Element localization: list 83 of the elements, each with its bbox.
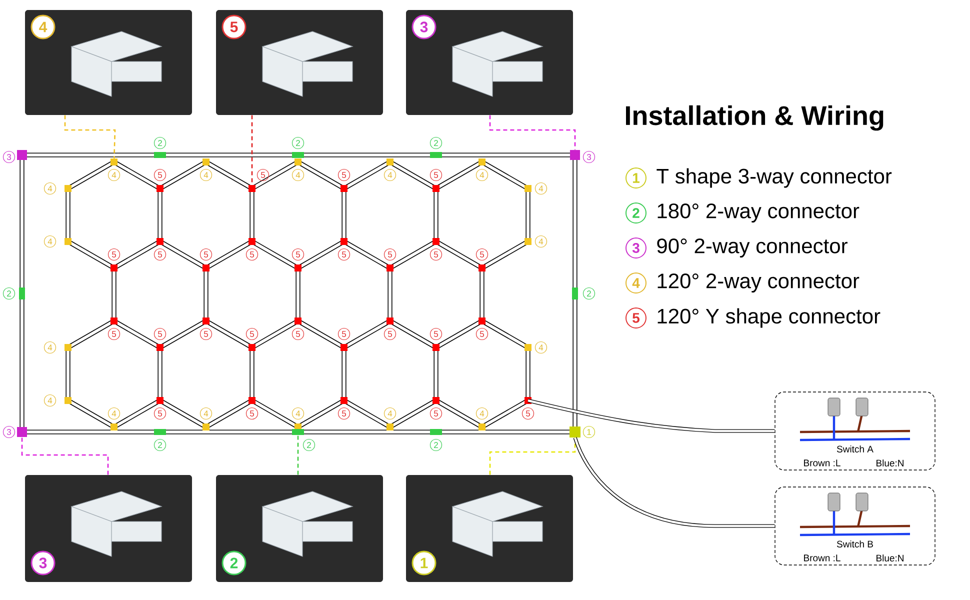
callout-number: 5 <box>476 328 488 340</box>
cable <box>528 398 775 433</box>
callout-number: 2 <box>302 438 316 452</box>
callout-number: 5 <box>246 407 258 420</box>
switch-box: Switch A Brown :L Blue:N <box>774 392 936 470</box>
callout-number: 3 <box>626 238 646 258</box>
callout-number: 4 <box>108 407 120 420</box>
connector-marker <box>110 158 118 166</box>
callout-number: 4 <box>534 341 548 354</box>
callout-number: 1 <box>626 168 646 188</box>
callout-number: 4 <box>384 407 396 420</box>
callout-number: 3 <box>582 150 596 164</box>
callout-number: 5 <box>200 248 212 261</box>
callout-number: 3 <box>2 150 16 164</box>
legend-entry: 120° Y shape connector <box>658 308 880 328</box>
legend-entry: 120° 2-way connector <box>658 273 860 292</box>
callout-number: 5 <box>430 168 442 182</box>
callout-number: 5 <box>338 328 350 340</box>
connector-marker <box>570 426 580 438</box>
callout-number: 5 <box>338 407 350 420</box>
callout-number: 2 <box>582 287 596 300</box>
leader-line <box>489 438 576 475</box>
callout-number: 5 <box>154 407 166 420</box>
callout-number: 2 <box>430 136 442 150</box>
callout-number: 4 <box>476 407 488 420</box>
callout-number: 5 <box>200 328 212 340</box>
leader-line <box>251 115 253 185</box>
callout-number: 5 <box>626 308 646 328</box>
title: Installation & Wiring <box>626 105 884 131</box>
callout-number: 5 <box>256 168 270 182</box>
callout-number: 4 <box>292 168 304 182</box>
callout-number: 2 <box>292 136 304 150</box>
callout-number: 5 <box>430 328 442 340</box>
callout-number: 2 <box>154 136 166 150</box>
legend-entry: T shape 3-way connector <box>656 168 892 188</box>
callout-number: 5 <box>292 248 304 261</box>
callout-number: 4 <box>534 235 548 248</box>
callout-number: 5 <box>246 248 258 261</box>
callout-number: 2 <box>2 287 16 300</box>
callout-number: 5 <box>154 248 166 261</box>
callout-number: 4 <box>292 407 304 420</box>
leader-line <box>489 115 576 150</box>
callout-number: 5 <box>246 328 258 340</box>
callout-number: 3 <box>2 426 16 438</box>
connector-marker <box>570 150 580 160</box>
callout-number: 5 <box>154 168 166 182</box>
callout-number: 5 <box>338 248 350 261</box>
switch-box: Switch B Brown :L Blue:N <box>774 486 936 566</box>
leader-line <box>64 115 116 158</box>
leader-line <box>21 437 109 475</box>
callout-number: 5 <box>154 328 166 340</box>
callout-number: 5 <box>108 248 120 261</box>
callout-number: 4 <box>476 168 488 182</box>
legend-entry: 90° 2-way connector <box>657 238 848 258</box>
connector-marker <box>292 429 304 435</box>
callout-number: 5 <box>384 328 396 340</box>
callout-number: 5 <box>430 248 442 261</box>
callout-number: 4 <box>44 235 56 248</box>
callout-number: 4 <box>44 394 56 407</box>
callout-number: 2 <box>626 202 646 224</box>
callout-number: 4 <box>44 182 56 195</box>
leader-line <box>297 435 299 475</box>
callout-number: 4 <box>626 272 646 294</box>
callout-number: 2 <box>430 438 442 452</box>
callout-number: 4 <box>44 341 56 354</box>
callout-number: 5 <box>384 248 396 261</box>
callout-number: 5 <box>430 407 442 420</box>
callout-number: 4 <box>200 168 212 182</box>
callout-number: 4 <box>384 168 396 182</box>
callout-number: 4 <box>200 407 212 420</box>
callout-number: 4 <box>534 182 548 195</box>
callout-number: 5 <box>476 248 488 261</box>
connector-marker <box>248 185 256 192</box>
callout-number: 1 <box>582 426 596 438</box>
callout-number: 5 <box>522 407 534 420</box>
connector-marker <box>17 427 27 437</box>
callout-number: 2 <box>154 438 166 452</box>
cable <box>573 437 775 528</box>
callout-number: 4 <box>108 168 120 182</box>
callout-number: 5 <box>292 328 304 340</box>
legend-entry: 180° 2-way connector <box>658 203 860 222</box>
callout-number: 5 <box>338 168 350 182</box>
callout-number: 5 <box>108 328 120 340</box>
